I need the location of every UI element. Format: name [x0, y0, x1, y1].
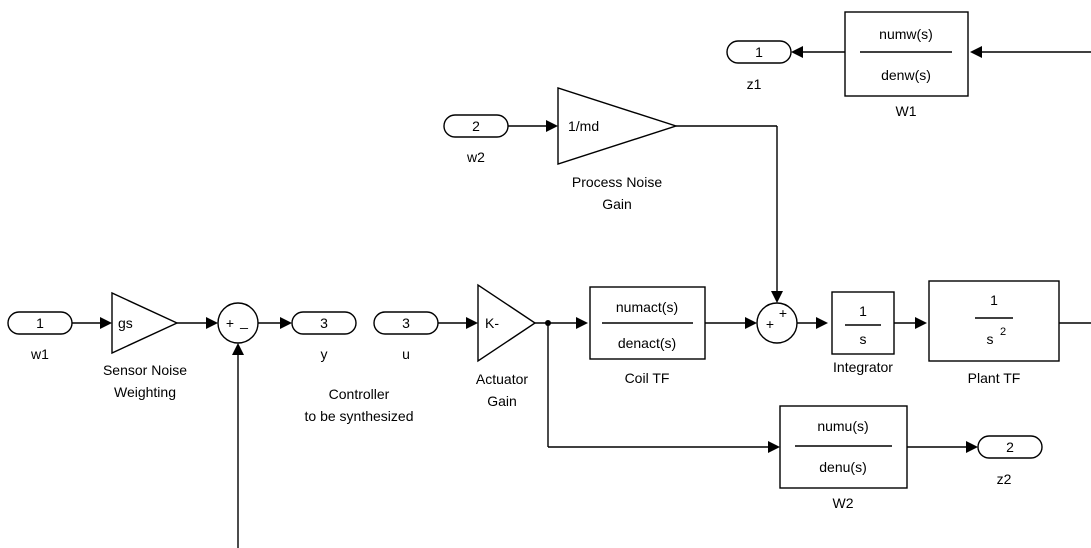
- controller-annotation-1: Controller: [329, 386, 390, 402]
- w1-denominator: denw(s): [881, 67, 931, 83]
- outport-z1-number: 1: [755, 44, 763, 60]
- coil-tf-block[interactable]: numact(s) denact(s): [589, 286, 706, 360]
- plant-sum-block[interactable]: + +: [756, 302, 798, 344]
- outport-z1-label: z1: [747, 76, 762, 92]
- outport-y-number: 3: [320, 315, 328, 331]
- w1-block[interactable]: numw(s) denw(s): [844, 11, 969, 97]
- actuator-gain[interactable]: K-: [477, 283, 537, 363]
- plant-sum-plus-left: +: [766, 316, 774, 332]
- outport-z2-label: z2: [997, 471, 1012, 487]
- plant-sum-plus-top: +: [779, 305, 787, 321]
- inport-u-number: 3: [402, 315, 410, 331]
- sensor-sum-block[interactable]: + _: [217, 302, 259, 344]
- sensor-gain-label-1: Sensor Noise: [103, 362, 187, 378]
- outport-y-label: y: [321, 346, 328, 362]
- plant-tf-denominator: s: [987, 331, 994, 347]
- integrator-denominator: s: [860, 331, 867, 347]
- sensor-sum-plus: +: [226, 315, 234, 331]
- integrator-block[interactable]: 1 s: [831, 291, 895, 355]
- outport-z2[interactable]: 2: [977, 435, 1043, 459]
- w2-denominator: denu(s): [819, 459, 866, 475]
- w2-block[interactable]: numu(s) denu(s): [779, 405, 908, 489]
- sensor-gain-value: gs: [118, 315, 133, 331]
- coil-tf-numerator: numact(s): [616, 299, 678, 315]
- inport-w1-number: 1: [36, 315, 44, 331]
- actuator-gain-value: K-: [485, 315, 499, 331]
- w1-label: W1: [896, 103, 917, 119]
- integrator-label: Integrator: [833, 359, 893, 375]
- w1-numerator: numw(s): [879, 26, 933, 42]
- process-gain-label-2: Gain: [602, 196, 632, 212]
- w2-numerator: numu(s): [817, 418, 868, 434]
- plant-tf-numerator: 1: [990, 292, 998, 308]
- outport-z1[interactable]: 1: [726, 40, 792, 64]
- inport-u-label: u: [402, 346, 410, 362]
- outport-z2-number: 2: [1006, 439, 1014, 455]
- actuator-gain-label-2: Gain: [487, 393, 517, 409]
- inport-w2-label: w2: [466, 149, 485, 165]
- actuator-gain-label-1: Actuator: [476, 371, 528, 387]
- coil-tf-label: Coil TF: [625, 370, 670, 386]
- inport-w1-label: w1: [30, 346, 49, 362]
- inport-u[interactable]: 3: [373, 311, 439, 335]
- coil-tf-denominator: denact(s): [618, 335, 676, 351]
- plant-tf-block[interactable]: 1 s 2: [928, 280, 1060, 362]
- sensor-sum-minus: _: [239, 313, 248, 329]
- plant-tf-exponent: 2: [1000, 326, 1006, 338]
- outport-y[interactable]: 3: [291, 311, 357, 335]
- sensor-gain-label-2: Weighting: [114, 384, 176, 400]
- integrator-numerator: 1: [859, 303, 867, 319]
- controller-annotation-2: to be synthesized: [305, 408, 414, 424]
- inport-w1[interactable]: 1: [7, 311, 73, 335]
- sensor-noise-gain[interactable]: gs: [111, 291, 179, 355]
- process-noise-gain[interactable]: 1/md: [557, 87, 679, 165]
- w2-label: W2: [833, 495, 854, 511]
- inport-w2-number: 2: [472, 118, 480, 134]
- inport-w2[interactable]: 2: [443, 114, 509, 138]
- plant-tf-label: Plant TF: [968, 370, 1021, 386]
- process-gain-value: 1/md: [568, 118, 599, 134]
- process-gain-label-1: Process Noise: [572, 174, 662, 190]
